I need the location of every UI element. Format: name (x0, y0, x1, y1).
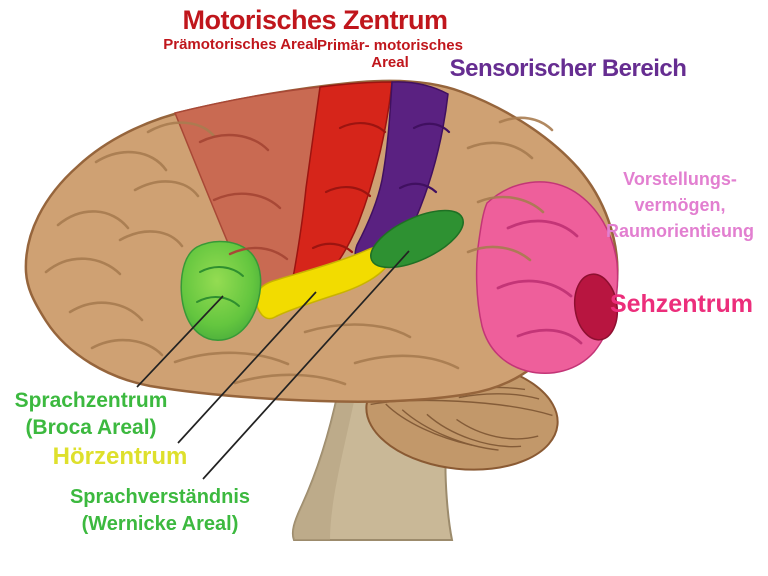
visual-region (573, 273, 619, 341)
label-primary-motor-area: Primär- motorisches Areal (285, 37, 495, 71)
sensory-folds (398, 122, 451, 194)
label-speech-line1: Sprachzentrum (14, 389, 168, 412)
label-sensory-area: Sensorischer Bereich (449, 55, 687, 82)
label-premotor-area: Prämotorisches Areal (163, 36, 318, 53)
label-imagination-line1: Vorstellungs- (623, 169, 737, 189)
label-imagination-spatial: Vorstellungs- vermögen, Raumorientieung (592, 166, 768, 244)
label-imagination-line3: Raumorientieung (605, 221, 754, 241)
primary-motor-folds (311, 122, 387, 254)
premotor-folds (198, 133, 289, 261)
parietal-folds (496, 219, 583, 345)
broca-folds (196, 266, 244, 307)
cortex-folds (44, 116, 554, 386)
leader-line-broca (136, 295, 224, 388)
label-comprehension-line2: (Wernicke Areal) (81, 513, 239, 535)
label-primary-motor-line1: Primär- motorisches (317, 37, 463, 54)
label-speech-comprehension-wernicke: Sprachverständnis (Wernicke Areal) (58, 484, 262, 538)
label-imagination-line2: vermögen, (634, 195, 726, 215)
leader-lines (136, 250, 410, 480)
label-primary-motor-line2: Areal (371, 54, 409, 71)
label-comprehension-line1: Sprachverständnis (69, 486, 251, 508)
label-motor-center: Motorisches Zentrum (182, 5, 448, 35)
brainstem-shade (292, 392, 356, 540)
label-hearing-center: Hörzentrum (52, 443, 188, 470)
label-speech-center-broca: Sprachzentrum (Broca Areal) (10, 387, 172, 441)
label-visual-center: Sehzentrum (609, 290, 754, 318)
leader-line-hearing (177, 291, 317, 444)
leader-line-wernicke (202, 250, 410, 480)
broca-region (180, 240, 262, 341)
label-speech-line2: (Broca Areal) (25, 416, 157, 439)
wernicke-region (370, 209, 464, 269)
